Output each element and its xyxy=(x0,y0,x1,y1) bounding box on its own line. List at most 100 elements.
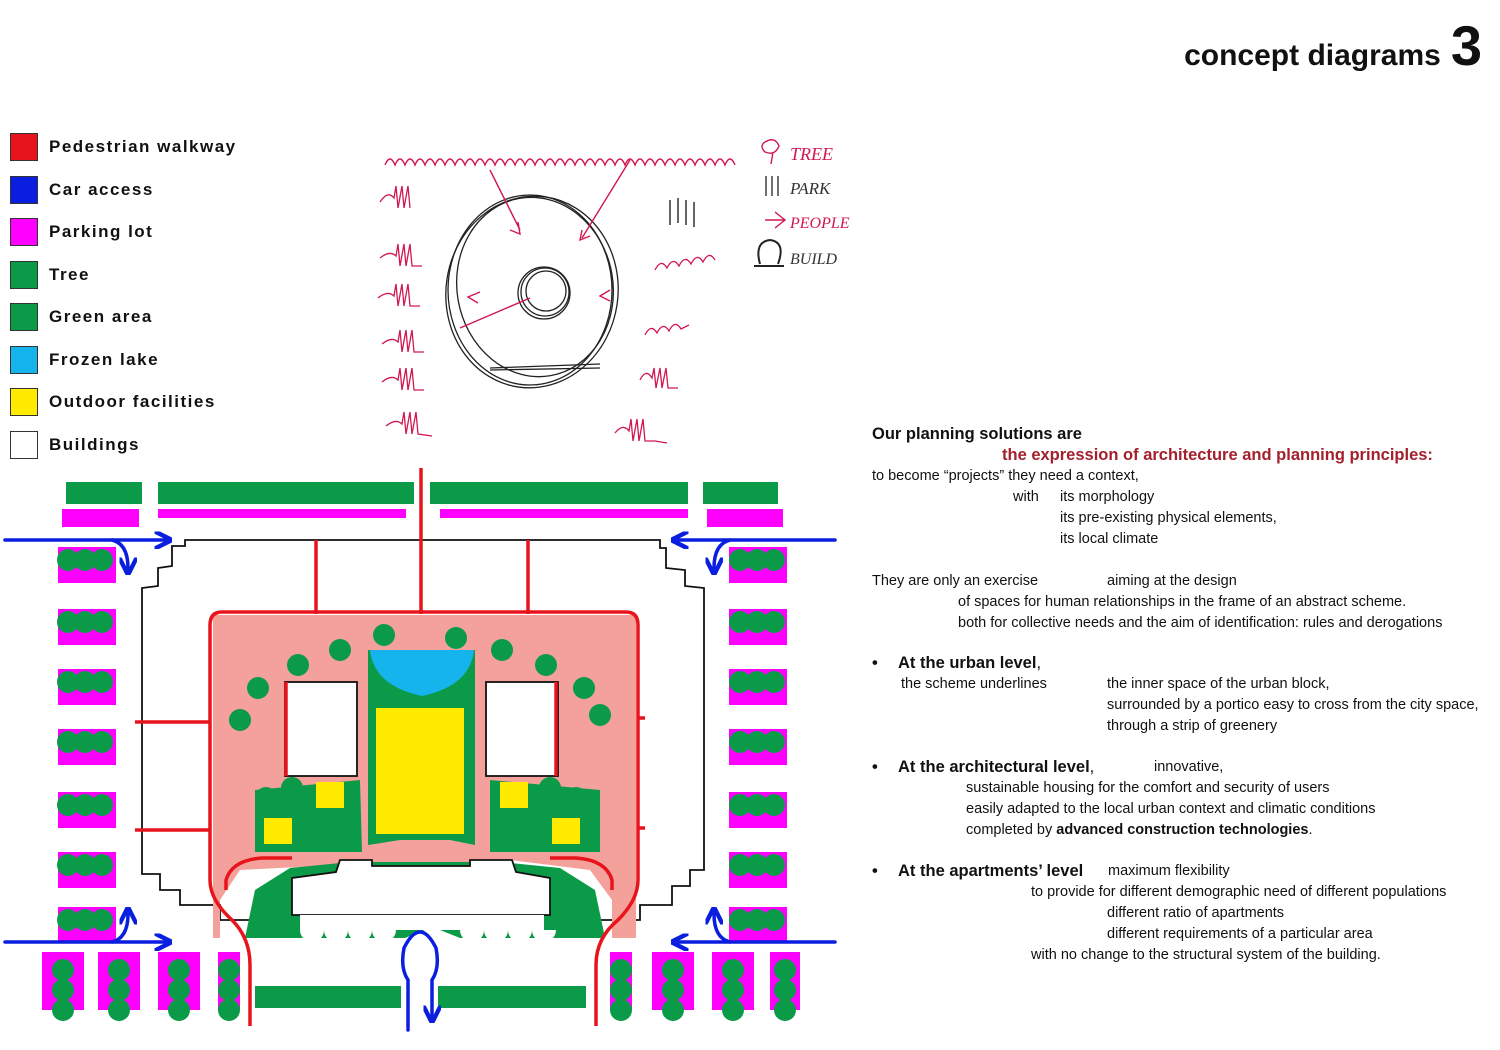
tree-mark xyxy=(573,677,595,699)
tree-mark xyxy=(52,979,74,1001)
morphology-line: its morphology xyxy=(1060,489,1155,505)
bullet-urban: • xyxy=(872,654,878,672)
tree-mark xyxy=(746,854,768,876)
needs-line: both for collective needs and the aim of… xyxy=(958,615,1443,631)
apartments-level-heading: At the apartments’ level xyxy=(898,862,1084,880)
legend-item: Tree xyxy=(10,254,237,297)
sketch-trees-top xyxy=(384,158,736,167)
legend-label: Green area xyxy=(49,307,153,327)
tree-mark xyxy=(722,959,744,981)
legend-label: Outdoor facilities xyxy=(49,392,216,412)
frozen-lake xyxy=(370,650,474,696)
tree-mark xyxy=(255,787,277,809)
key-tree-label: TREE xyxy=(790,144,833,164)
legend-swatch xyxy=(10,133,38,162)
legend-item: Green area xyxy=(10,296,237,339)
page-title: concept diagrams 3 xyxy=(1184,18,1482,74)
tree-mark xyxy=(746,731,768,753)
tree-mark xyxy=(535,654,557,676)
legend-swatch xyxy=(10,303,38,332)
tree-mark xyxy=(774,999,796,1021)
tree-mark xyxy=(74,671,96,693)
urban-portico-line: surrounded by a portico easy to cross fr… xyxy=(1107,697,1479,713)
title-number: 3 xyxy=(1450,14,1482,77)
legend-swatch xyxy=(10,218,38,247)
tree-mark xyxy=(774,979,796,1001)
tree-mark xyxy=(287,654,309,676)
key-park-icon xyxy=(765,176,779,196)
tree-mark xyxy=(281,777,303,799)
concept-sketch: TREE PARK PEOPLE BUILD xyxy=(377,139,850,444)
tree-mark xyxy=(168,979,190,1001)
tree-mark xyxy=(610,979,632,1001)
demographic-line: to provide for different demographic nee… xyxy=(1031,884,1447,900)
south-green-strips xyxy=(255,986,586,1008)
tree-mark xyxy=(763,611,785,633)
legend-swatch xyxy=(10,345,38,374)
bullet-architectural: • xyxy=(872,758,878,776)
legend-item: Frozen lake xyxy=(10,339,237,382)
tree-mark xyxy=(91,671,113,693)
car-access-arrows xyxy=(3,540,837,1032)
tree-mark xyxy=(74,909,96,931)
inner-building-west xyxy=(284,681,358,777)
tree-mark xyxy=(729,549,751,571)
key-build-label: BUILD xyxy=(790,251,838,268)
east-parking-trees xyxy=(729,547,787,943)
tree-mark xyxy=(746,909,768,931)
legend-item: Parking lot xyxy=(10,211,237,254)
tree-mark xyxy=(746,611,768,633)
tree-mark xyxy=(91,549,113,571)
key-tree-icon xyxy=(761,139,780,165)
legend-item: Pedestrian walkway xyxy=(10,126,237,169)
tree-mark xyxy=(52,959,74,981)
tree-mark xyxy=(329,639,351,661)
legend-label: Pedestrian walkway xyxy=(49,137,237,157)
technologies-bold: advanced construction technologies xyxy=(1056,822,1309,838)
tree-mark xyxy=(746,794,768,816)
intro-line: Our planning solutions are xyxy=(872,425,1082,443)
tree-mark xyxy=(74,854,96,876)
tree-mark xyxy=(763,794,785,816)
tree-mark xyxy=(610,959,632,981)
tree-mark xyxy=(57,731,79,753)
key-people-label: PEOPLE xyxy=(789,215,850,232)
urban-level-heading: At the urban level, xyxy=(898,653,1041,674)
tree-mark xyxy=(763,854,785,876)
sketch-people xyxy=(459,159,631,329)
pedestrian-walkways xyxy=(135,468,645,1026)
sketch-circle xyxy=(445,194,619,389)
technologies-prefix: completed by xyxy=(966,822,1057,838)
tree-mark xyxy=(74,731,96,753)
tree-mark xyxy=(565,787,587,809)
tree-mark xyxy=(91,731,113,753)
tree-mark xyxy=(57,909,79,931)
tree-mark xyxy=(662,979,684,1001)
legend-label: Buildings xyxy=(49,434,140,454)
tree-mark xyxy=(218,979,240,1001)
architectural-level-title: At the architectural level xyxy=(898,758,1090,776)
sketch-park-marks xyxy=(669,198,695,227)
legend-label: Tree xyxy=(49,264,90,284)
structural-line: with no change to the structural system … xyxy=(1031,947,1381,963)
exercise-line: They are only an exercise xyxy=(872,573,1039,589)
climate-line: its local climate xyxy=(1060,531,1159,547)
bullet-apartments: • xyxy=(872,862,878,880)
tree-mark xyxy=(218,999,240,1021)
tree-mark xyxy=(662,959,684,981)
tree-mark xyxy=(91,909,113,931)
tree-mark xyxy=(168,959,190,981)
outdoor-facility-main xyxy=(376,708,464,834)
key-park-label: PARK xyxy=(789,179,832,198)
tree-mark xyxy=(589,704,611,726)
legend-item: Outdoor facilities xyxy=(10,381,237,424)
tree-mark xyxy=(722,979,744,1001)
legend-swatch xyxy=(10,430,38,459)
urban-scheme-line: the scheme underlines xyxy=(901,676,1047,692)
south-building xyxy=(291,859,551,916)
legend-swatch xyxy=(10,260,38,289)
tree-mark xyxy=(662,999,684,1021)
tree-mark xyxy=(57,671,79,693)
bottom-parking-trees xyxy=(42,952,800,1021)
inner-building-east xyxy=(485,681,559,777)
